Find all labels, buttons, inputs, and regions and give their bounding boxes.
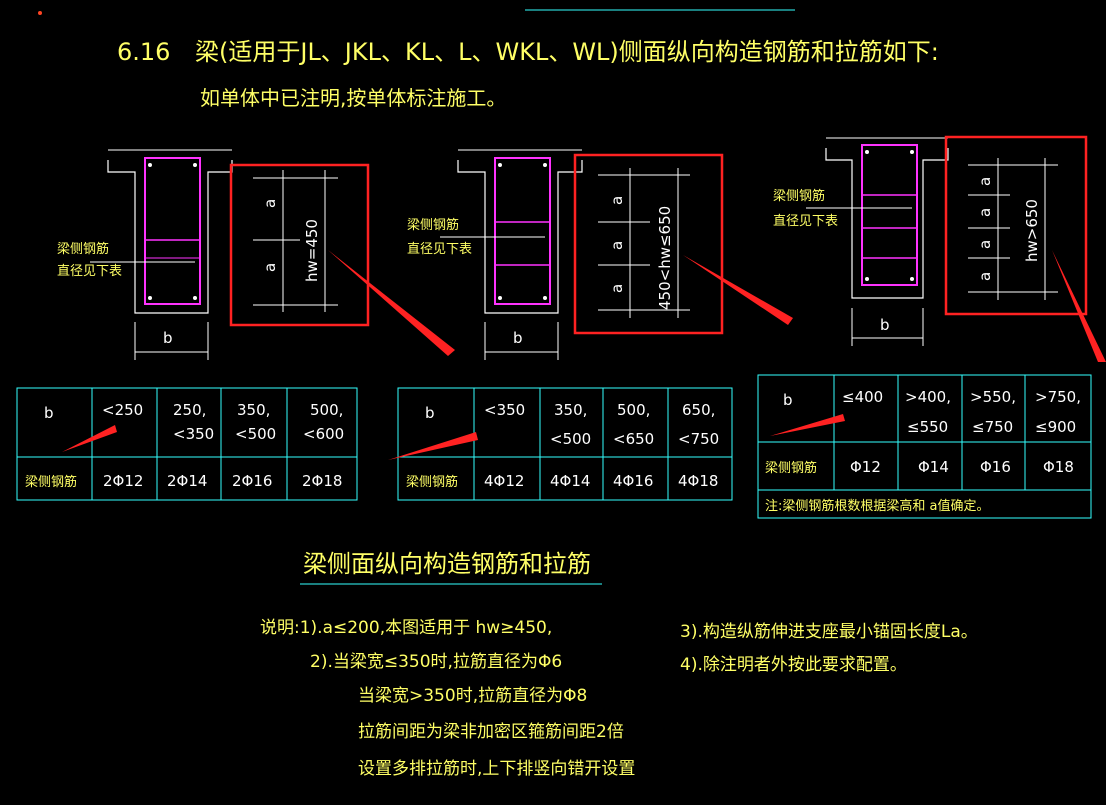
table-cell: 4Φ18 (678, 472, 718, 490)
table-cell: Φ18 (1043, 458, 1074, 476)
table-col-range: ≤900 (1035, 418, 1076, 436)
table-col-range: <500 (235, 425, 276, 443)
hw-label: hw=450 (303, 219, 321, 282)
width-b-label: b (163, 329, 173, 347)
table-col-range: <500 (550, 430, 591, 448)
table-cell: 2Φ12 (103, 472, 143, 490)
table-cell: Φ16 (980, 458, 1011, 476)
note-line: 3).构造纵筋伸进支座最小锚固长度La。 (680, 622, 978, 642)
highlight-arrow (62, 425, 117, 452)
table-col-range: <350 (173, 425, 214, 443)
table-col-range: >750, (1035, 388, 1081, 406)
section-title: 梁侧面纵向构造钢筋和拉筋 (303, 550, 591, 578)
table-header-b: b (425, 404, 435, 422)
table-cell: 2Φ18 (302, 472, 342, 490)
highlight-arrow (388, 432, 478, 460)
table-col-range: <250 (102, 401, 143, 419)
note-line: 2).当梁宽≤350时,拉筋直径为Φ6 (310, 652, 562, 672)
table-col-range: >400, (905, 388, 951, 406)
table-col-range: <650 (613, 430, 654, 448)
table-cell: Φ12 (850, 458, 881, 476)
highlight-arrow (683, 255, 793, 325)
table-2: b <350 350, <500 500, <650 650, <750 梁侧钢… (388, 387, 733, 501)
table-note: 注:梁侧钢筋根数根据梁高和 a值确定。 (765, 498, 989, 514)
note-line: 说明:1).a≤200,本图适用于 hw≥450, (260, 618, 552, 638)
table-cell: 4Φ12 (484, 472, 524, 490)
table-cell: 4Φ16 (613, 472, 653, 490)
width-b-label: b (880, 316, 890, 334)
hw-label: 450<hw≤650 (656, 206, 674, 310)
spacing-a-label: a (976, 177, 994, 186)
highlight-box (229, 163, 370, 327)
table-col-range: 500, (310, 401, 343, 419)
table-header-b: b (783, 391, 793, 409)
note-line: 4).除注明者外按此要求配置。 (680, 655, 907, 675)
table-col-range: 350, (237, 401, 270, 419)
table-col-range: ≤550 (907, 418, 948, 436)
highlight-arrow (1052, 250, 1106, 362)
diagram-hw-450-650: 梁侧钢筋 直径见下表 b a a a 450<hw≤650 (407, 149, 793, 360)
table-col-range: <350 (484, 401, 525, 419)
highlight-box (944, 135, 1088, 316)
diagram-hw-650: 梁侧钢筋 直径见下表 b a a a a hw>650 (773, 135, 1106, 362)
table-col-range: <600 (303, 425, 344, 443)
table-col-range: 500, (617, 401, 650, 419)
spacing-a-label: a (976, 208, 994, 217)
spacing-a-label: a (608, 196, 626, 205)
table-3: b ≤400 >400, ≤550 >550, ≤750 >750, ≤900 … (757, 374, 1092, 519)
table-1: b <250 250, <350 350, <500 500, <600 梁侧钢… (16, 387, 358, 501)
note-line: 设置多排拉筋时,上下排竖向错开设置 (358, 759, 635, 779)
side-rebar-label: 梁侧钢筋 (407, 217, 459, 233)
side-rebar-diameter-label: 直径见下表 (57, 264, 122, 279)
table-col-range: 250, (173, 401, 206, 419)
table-cell: 2Φ14 (167, 472, 207, 490)
note-line: 当梁宽>350时,拉筋直径为Φ8 (358, 686, 587, 706)
table-cell: 2Φ16 (232, 472, 272, 490)
table-col-range: <750 (678, 430, 719, 448)
side-rebar-diameter-label: 直径见下表 (407, 242, 472, 257)
spacing-a-label: a (261, 263, 279, 272)
width-b-label: b (513, 329, 523, 347)
table-col-range: ≤750 (972, 418, 1013, 436)
clause-number: 6.16 (117, 38, 170, 66)
spacing-a-label: a (608, 241, 626, 250)
highlight-arrow (328, 250, 455, 356)
spacing-a-label: a (976, 272, 994, 281)
table-col-range: 350, (554, 401, 587, 419)
clause-subtitle: 如单体中已注明,按单体标注施工。 (200, 86, 506, 110)
clause-title: 梁(适用于JL、JKL、KL、L、WKL、WL)侧面纵向构造钢筋和拉筋如下: (195, 38, 939, 66)
side-rebar-label: 梁侧钢筋 (773, 188, 825, 204)
spacing-a-label: a (976, 240, 994, 249)
diagram-hw-450: 梁侧钢筋 直径见下表 b a a hw=450 (57, 149, 455, 360)
spacing-a-label: a (261, 199, 279, 208)
highlight-arrow (770, 414, 845, 436)
highlight-box (573, 153, 724, 335)
hw-label: hw>650 (1023, 199, 1041, 262)
side-rebar-diameter-label: 直径见下表 (773, 214, 838, 229)
note-line: 拉筋间距为梁非加密区箍筋间距2倍 (358, 722, 624, 742)
table-cell: Φ14 (918, 458, 949, 476)
spacing-a-label: a (608, 284, 626, 293)
table-col-range: 650, (682, 401, 715, 419)
table-col-range: >550, (970, 388, 1016, 406)
table-col-range: ≤400 (842, 388, 883, 406)
table-row-label: 梁侧钢筋 (25, 474, 77, 490)
table-row-label: 梁侧钢筋 (765, 460, 817, 476)
table-header-b: b (44, 404, 54, 422)
table-row-label: 梁侧钢筋 (406, 474, 458, 490)
table-cell: 4Φ14 (550, 472, 590, 490)
origin-marker (38, 11, 42, 15)
side-rebar-label: 梁侧钢筋 (57, 241, 109, 257)
